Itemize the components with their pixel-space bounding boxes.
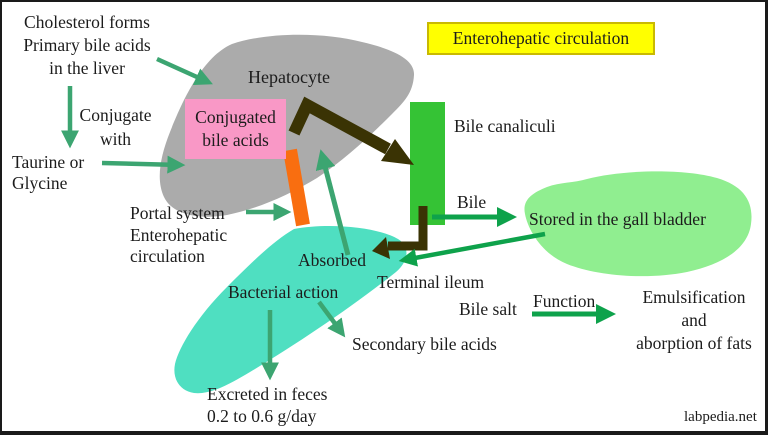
bacterial-to-secondary-arrow bbox=[317, 300, 346, 338]
stored-gall-bladder-label: Stored in the gall bladder bbox=[529, 209, 706, 229]
absorbed-label: Absorbed bbox=[298, 250, 367, 270]
canaliculi-to-ileum-arrow bbox=[388, 206, 428, 251]
bile-duct-arrow bbox=[288, 96, 391, 155]
conjugate-with-label: Conjugate with bbox=[79, 105, 152, 149]
secondary-bile-acids-label: Secondary bile acids bbox=[352, 334, 497, 354]
diagram-title: Enterohepatic circulation bbox=[427, 22, 655, 55]
conjugated-bile-acids-box: Conjugated bile acids bbox=[185, 99, 286, 159]
liver-shape bbox=[159, 34, 415, 217]
bile-label: Bile bbox=[457, 192, 487, 212]
bile-canaliculi-label: Bile canaliculi bbox=[454, 116, 556, 136]
bile-salt-label: Bile salt bbox=[459, 299, 517, 319]
absorbed-up-arrow bbox=[315, 149, 351, 256]
portal-duct-shape bbox=[283, 148, 310, 227]
portal-system-label: Portal system Enterohepatic circulation bbox=[130, 203, 228, 266]
taurine-glycine-label: Taurine or Glycine bbox=[12, 152, 85, 193]
taurine-to-liver-arrow bbox=[101, 155, 186, 174]
conjugated-bile-acids-label: Conjugated bile acids bbox=[195, 107, 276, 150]
emulsification-label: Emulsification and aborption of fats bbox=[636, 287, 752, 353]
bile-canaliculi-shape bbox=[410, 102, 445, 225]
function-label: Function bbox=[533, 291, 596, 311]
gallbladder-to-ileum-arrow bbox=[398, 231, 546, 267]
bile-duct-arrowhead-icon bbox=[381, 139, 414, 165]
intestine-shape bbox=[174, 225, 407, 394]
canaliculi-to-ileum-arrowhead-icon bbox=[372, 237, 390, 259]
watermark: labpedia.net bbox=[684, 409, 757, 425]
excreted-feces-label: Excreted in feces 0.2 to 0.6 g/day bbox=[207, 384, 328, 426]
cholesterol-to-liver-arrow bbox=[156, 56, 213, 86]
cholesterol-label: Cholesterol forms Primary bile acids in … bbox=[23, 12, 151, 78]
terminal-ileum-label: Terminal ileum bbox=[377, 272, 485, 292]
gall-bladder-shape bbox=[524, 171, 752, 277]
bacterial-action-label: Bacterial action bbox=[228, 282, 339, 302]
hepatocyte-label: Hepatocyte bbox=[248, 67, 330, 87]
